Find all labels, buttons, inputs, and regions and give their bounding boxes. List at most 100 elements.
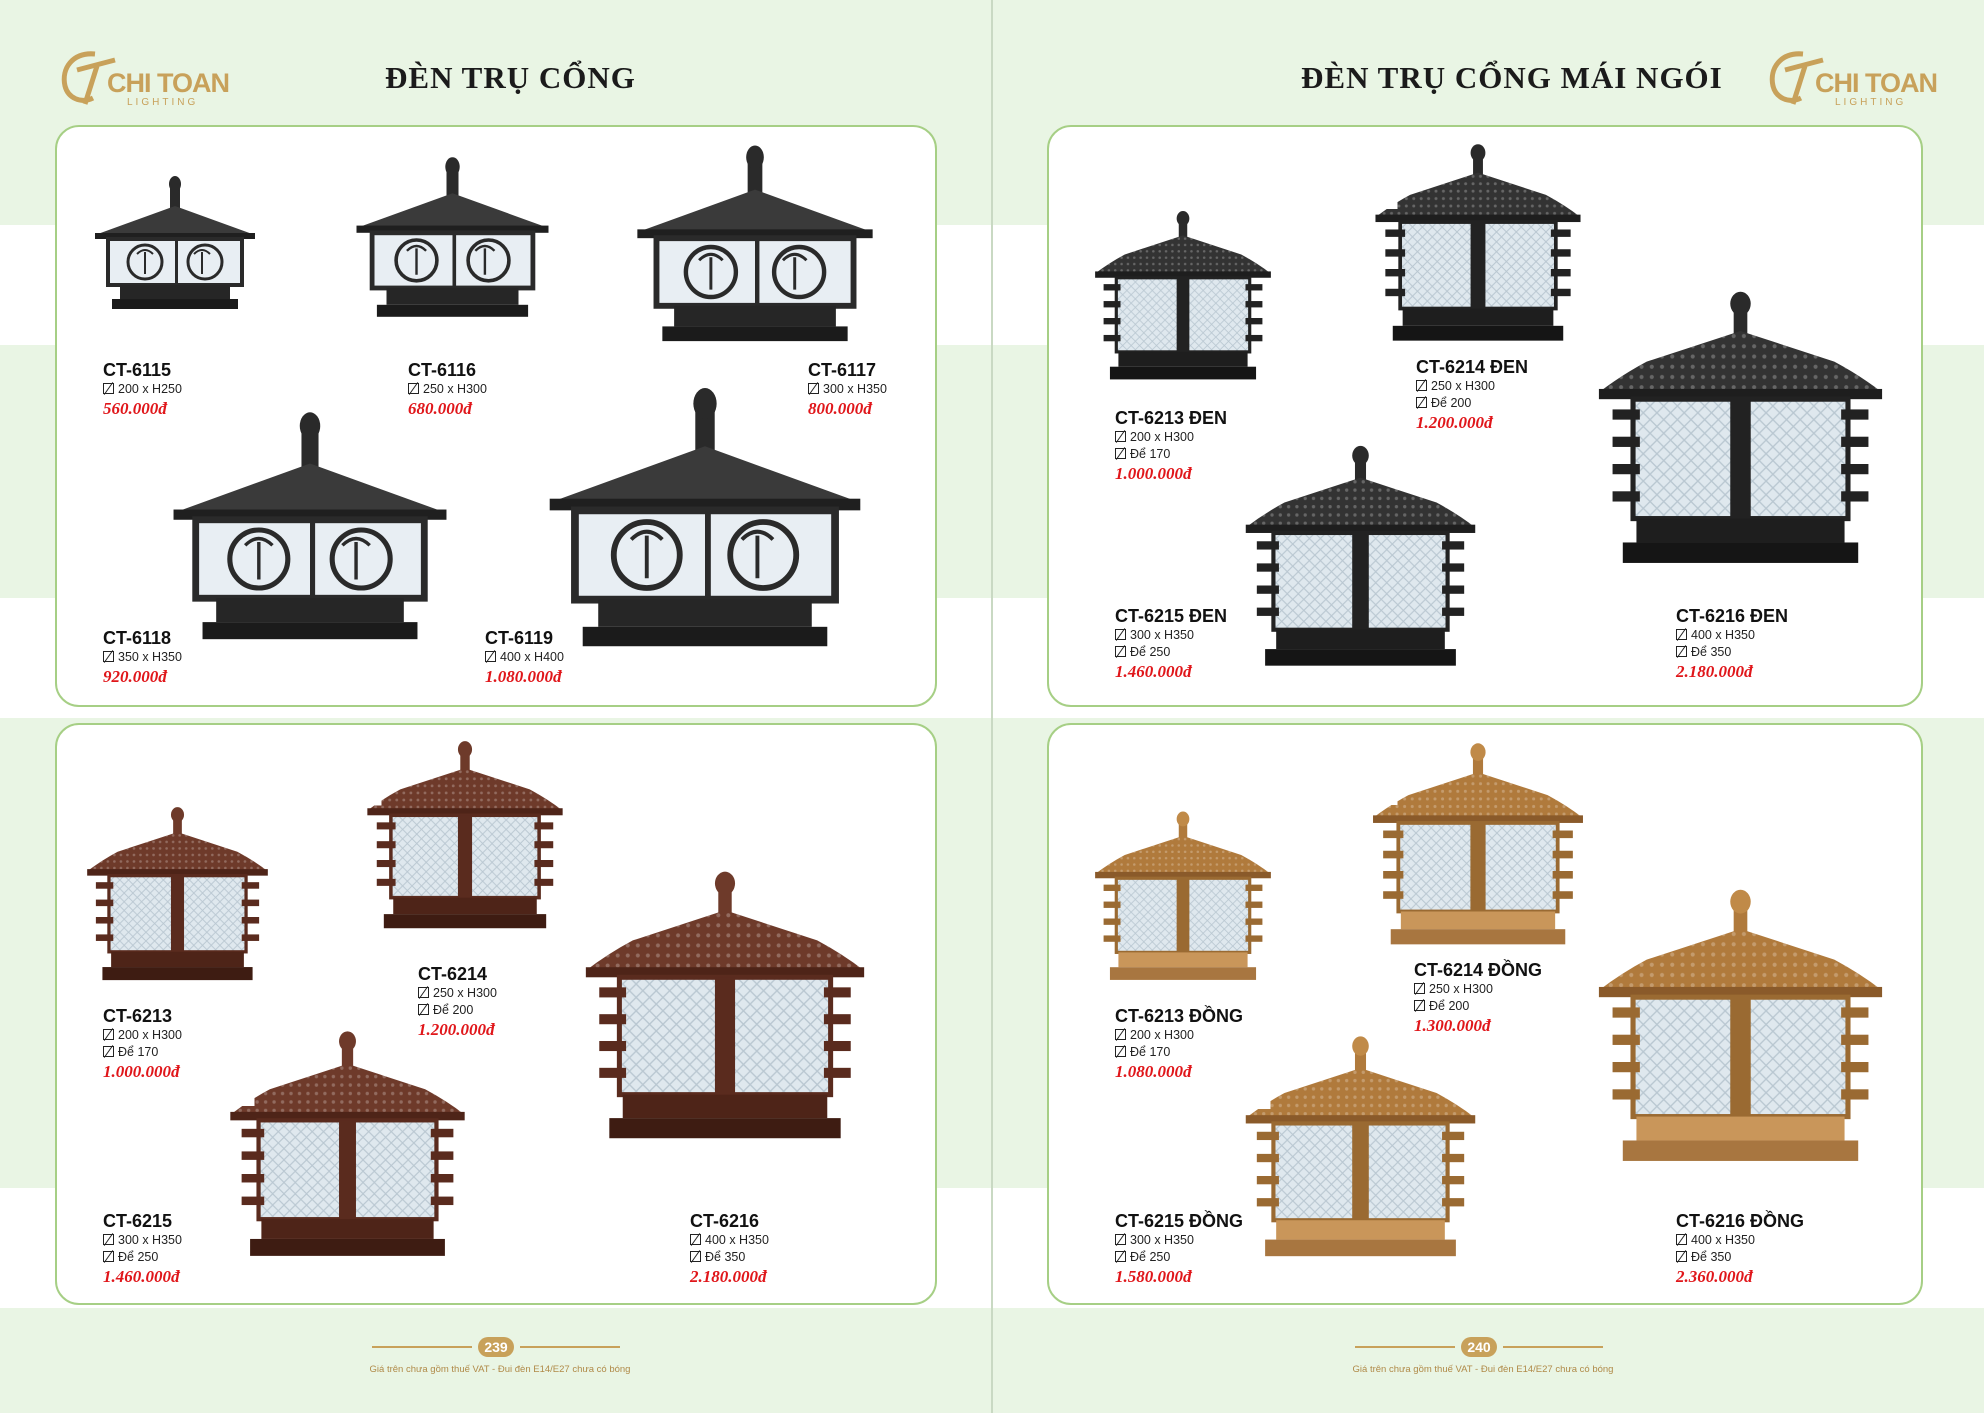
product-code: CT-6119 [485,628,554,648]
dimension-icon [690,1234,701,1245]
footnote: Giá trên chưa gồm thuế VAT - Đui đèn E14… [1352,1364,1614,1375]
product-base: Để 200 [418,1002,497,1019]
product-price: 1.300.000đ [1414,1016,1491,1035]
product-base: Để 170 [1115,1044,1243,1061]
product-card: CT-6117 300 x H350 800.000đ [808,360,887,419]
lamp-image [365,740,565,930]
product-card: CT-6119 400 x H400 1.080.000đ [485,628,564,687]
product-size: 400 x H350 [690,1232,769,1249]
dimension-icon [103,1029,114,1040]
lamp-image [1371,742,1585,947]
dimension-icon [418,1004,429,1015]
lamp-image [340,150,565,330]
product-code: CT-6214 ĐỒNG [1414,960,1543,980]
dimension-icon [1676,1251,1687,1262]
product-card: CT-6213 ĐEN 200 x H300 Để 170 1.000.000đ [1115,408,1227,484]
product-card: CT-6216 ĐỒNG 400 x H350 Để 350 2.360.000… [1676,1211,1804,1287]
product-code: CT-6214 [418,964,488,984]
dimension-icon [1115,431,1126,442]
page-number: 240 [1461,1337,1497,1357]
product-size: 250 x H300 [1416,378,1528,395]
lamp-image [85,806,270,982]
product-base: Để 250 [1115,1249,1243,1266]
dimension-icon [1115,629,1126,640]
product-price: 920.000đ [103,667,167,686]
product-code: CT-6216 ĐEN [1676,606,1789,626]
product-code: CT-6213 [103,1006,173,1026]
left-page: CHI TOAN LIGHTING ĐÈN TRỤ CỔNG CT-6115 2… [0,0,991,1413]
product-code: CT-6216 [690,1211,760,1231]
brand-logo: CHI TOAN LIGHTING [1763,46,1943,116]
product-code: CT-6215 ĐEN [1115,606,1228,626]
product-base: Để 250 [103,1249,182,1266]
product-price: 680.000đ [408,399,472,418]
dimension-icon [1676,1234,1687,1245]
product-code: CT-6213 ĐỒNG [1115,1006,1244,1026]
product-price: 1.460.000đ [1115,662,1192,681]
product-size: 250 x H300 [418,985,497,1002]
product-card: CT-6215 300 x H350 Để 250 1.460.000đ [103,1211,182,1287]
dimension-icon [103,1251,114,1262]
dimension-icon [1115,1029,1126,1040]
product-card: CT-6214 ĐỒNG 250 x H300 Để 200 1.300.000… [1414,960,1542,1036]
product-price: 2.180.000đ [1676,662,1753,681]
product-price: 560.000đ [103,399,167,418]
product-price: 2.180.000đ [690,1267,767,1286]
dimension-icon [1414,1000,1425,1011]
ornament-line [520,1346,620,1348]
lamp-image [1373,143,1583,343]
dimension-icon [1676,646,1687,657]
brand-sub: LIGHTING [1835,97,1907,108]
brand-sub: LIGHTING [127,97,199,108]
right-page: ĐÈN TRỤ CỔNG MÁI NGÓI CHI TOAN LIGHTING … [993,0,1984,1413]
product-base: Để 350 [690,1249,769,1266]
page-number: 239 [478,1337,514,1357]
product-base: Để 200 [1416,395,1528,412]
chi-toan-logo-icon [61,51,116,105]
dimension-icon [103,651,114,662]
product-size: 300 x H350 [1115,1232,1243,1249]
product-size: 200 x H300 [1115,429,1227,446]
lamp-image [220,1030,475,1270]
product-code: CT-6116 [408,360,477,380]
page-footer: 240 Giá trên chưa gồm thuế VAT - Đui đèn… [1333,1337,1633,1387]
lamp-image [165,395,455,665]
product-base: Để 170 [103,1044,182,1061]
brand-logo: CHI TOAN LIGHTING [55,46,235,116]
product-card: CT-6115 200 x H250 560.000đ [103,360,182,419]
lamp-image [570,870,880,1155]
lamp-image [1573,888,1908,1178]
dimension-icon [103,1046,114,1057]
product-size: 400 x H400 [485,649,564,666]
product-card: CT-6214 250 x H300 Để 200 1.200.000đ [418,964,497,1040]
product-code: CT-6117 [808,360,877,380]
product-size: 250 x H300 [408,381,487,398]
product-size: 200 x H300 [103,1027,182,1044]
product-code: CT-6115 [103,360,172,380]
product-size: 200 x H300 [1115,1027,1243,1044]
dimension-icon [808,383,819,394]
dimension-icon [1115,448,1126,459]
product-price: 1.080.000đ [485,667,562,686]
product-price: 1.460.000đ [103,1267,180,1286]
ornament-line [1503,1346,1603,1348]
dimension-icon [1115,1046,1126,1057]
product-size: 300 x H350 [103,1232,182,1249]
product-price: 1.000.000đ [1115,464,1192,483]
product-card: CT-6215 ĐEN 300 x H350 Để 250 1.460.000đ [1115,606,1227,682]
ornament-line [1355,1346,1455,1348]
page-title: ĐÈN TRỤ CỔNG [385,60,636,95]
dimension-icon [408,383,419,394]
lamp-image [1573,290,1908,580]
dimension-icon [1115,646,1126,657]
product-code: CT-6118 [103,628,172,648]
ornament-line [372,1346,472,1348]
product-code: CT-6214 ĐEN [1416,357,1529,377]
dimension-icon [690,1251,701,1262]
product-price: 1.000.000đ [103,1062,180,1081]
lamp-image [1093,210,1273,381]
product-size: 300 x H350 [1115,627,1227,644]
product-base: Để 250 [1115,644,1227,661]
dimension-icon [1414,983,1425,994]
product-code: CT-6215 [103,1211,173,1231]
